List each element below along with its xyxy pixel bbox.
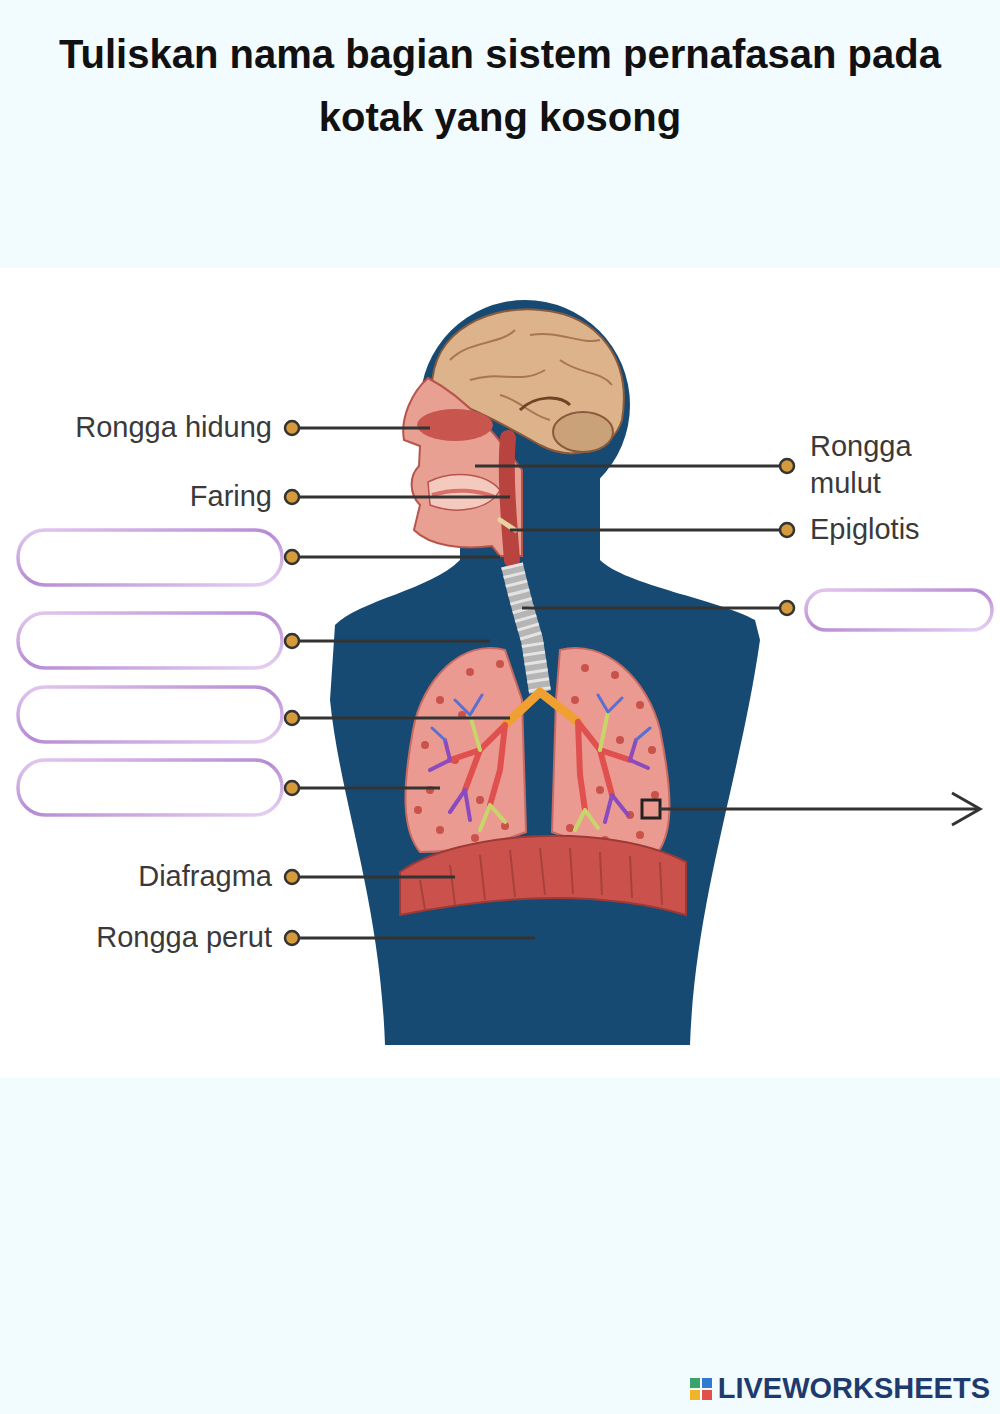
zoom-arrow	[642, 793, 980, 825]
answer-boxes	[18, 530, 992, 815]
white-band	[0, 268, 1000, 1078]
diaphragm	[400, 836, 686, 915]
leader-dots	[285, 421, 794, 945]
lungs	[405, 648, 669, 852]
watermark-icon	[690, 1378, 712, 1400]
part-label: Rongga perut	[96, 919, 272, 956]
part-label: Epiglotis	[810, 511, 920, 548]
worksheet-title: Tuliskan nama bagian sistem pernafasan p…	[50, 23, 950, 149]
part-label: Diafragma	[138, 858, 272, 895]
part-label: Rongga hidung	[75, 409, 272, 446]
body-silhouette	[330, 300, 760, 1045]
watermark: LIVEWORKSHEETS	[718, 1370, 990, 1407]
part-label: Faring	[190, 478, 272, 515]
leader-lines	[292, 428, 787, 938]
trachea	[512, 565, 540, 692]
head-airways	[403, 378, 522, 560]
part-label: Rongga mulut	[810, 428, 960, 502]
bronchial-tree	[430, 692, 650, 830]
